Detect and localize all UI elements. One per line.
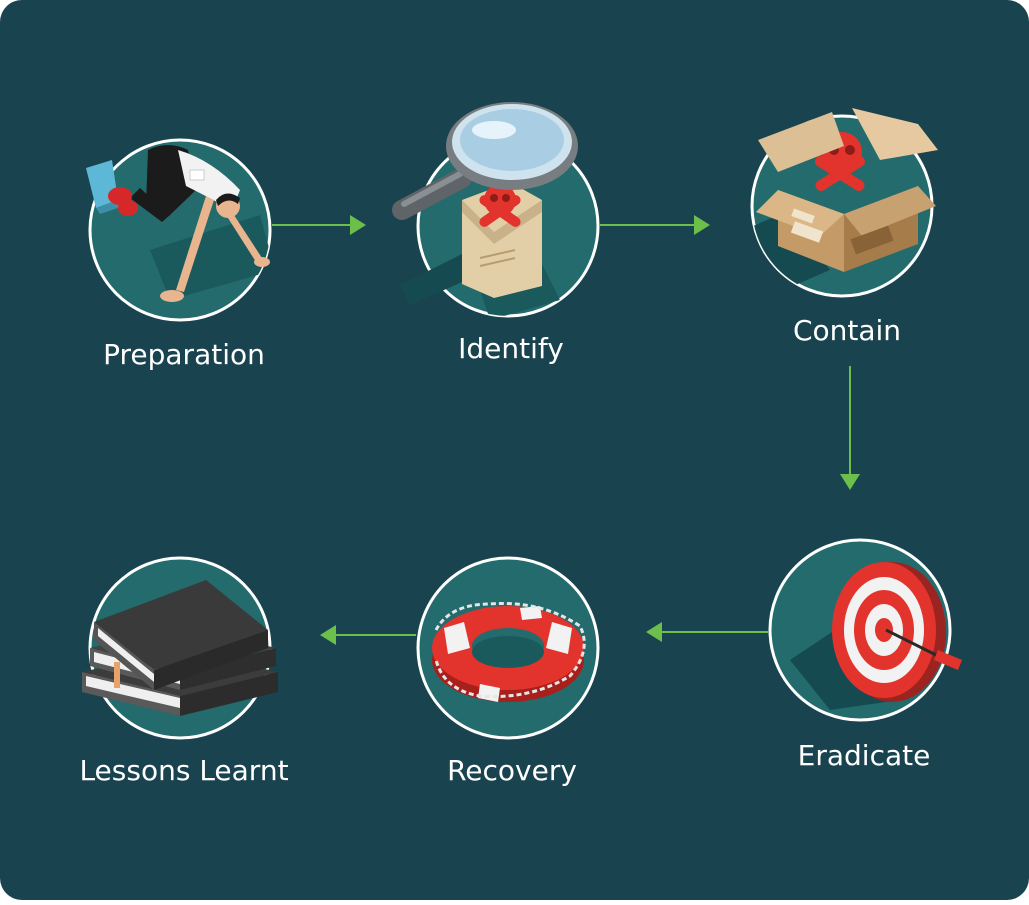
step-contain: Contain (750, 108, 938, 347)
step-eradicate: Eradicate (768, 538, 962, 772)
step-lessons-learnt: Lessons Learnt (79, 556, 289, 787)
step-label: Preparation (103, 338, 265, 371)
arrow-preparation-to-identify (272, 215, 366, 235)
sprinter-start-icon (86, 145, 270, 302)
box-skull-icon (756, 108, 938, 272)
step-identify: Identify (392, 102, 600, 365)
step-label: Recovery (447, 754, 577, 787)
arrow-identify-to-contain (600, 215, 710, 235)
step-preparation: Preparation (86, 138, 272, 371)
step-recovery: Recovery (416, 556, 600, 787)
lifebuoy-icon (432, 602, 586, 702)
books-stack-icon (82, 580, 278, 716)
arrow-contain-to-eradicate (840, 366, 860, 490)
step-label: Identify (458, 332, 564, 365)
arrow-eradicate-to-recovery (646, 622, 768, 642)
step-label: Eradicate (798, 739, 931, 772)
step-label: Lessons Learnt (79, 754, 288, 787)
step-label: Contain (793, 314, 901, 347)
magnifier-envelope-skull-icon (392, 102, 578, 298)
arrow-recovery-to-lessons (320, 625, 416, 645)
target-arrow-icon (832, 562, 962, 702)
